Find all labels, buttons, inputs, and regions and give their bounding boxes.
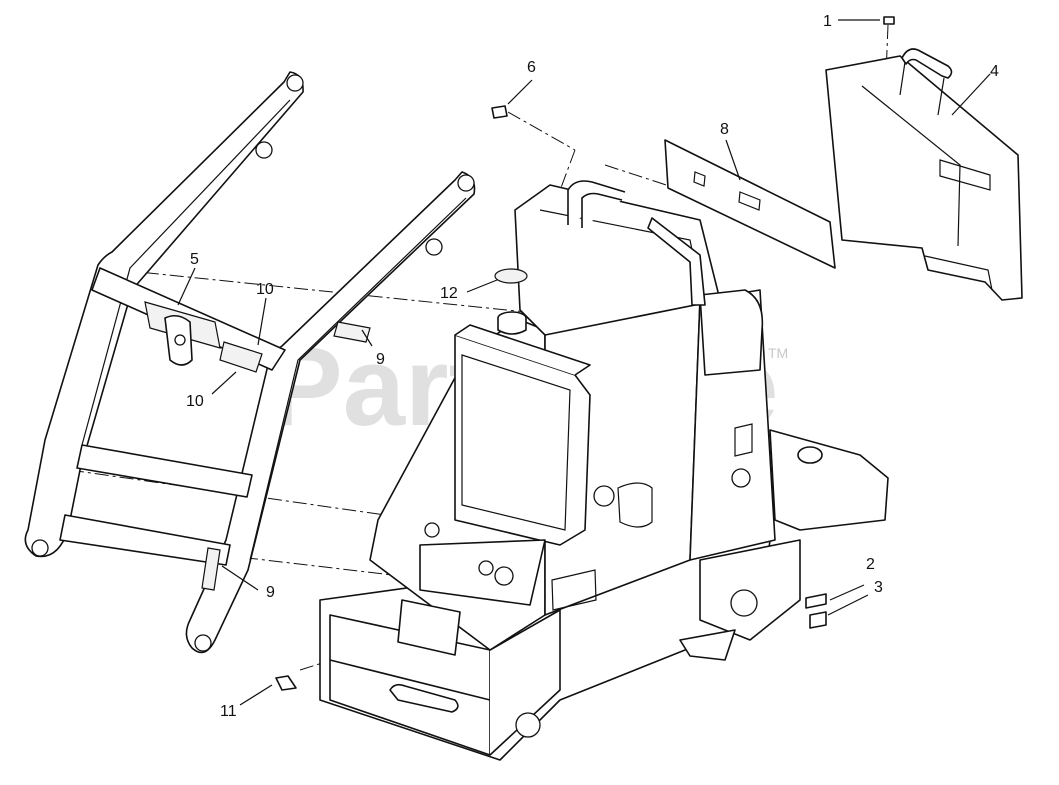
callout-1: 1: [823, 13, 832, 30]
callout-4: 4: [990, 63, 999, 80]
callout-10-lower: 10: [186, 393, 204, 410]
callout-leaders: [177, 19, 991, 706]
small-parts: [275, 16, 1023, 691]
callout-3: 3: [874, 579, 883, 596]
callout-9-lower: 9: [266, 584, 275, 601]
callout-9-upper: 9: [376, 351, 385, 368]
callout-11: 11: [220, 703, 237, 720]
callout-6: 6: [527, 59, 536, 76]
callout-5: 5: [190, 251, 199, 268]
callout-labels: 1 2 3 4 5 6 8 9 9 10 10 11 12: [186, 13, 999, 720]
callout-12: 12: [440, 285, 458, 302]
callout-10-upper: 10: [256, 281, 274, 298]
callout-2: 2: [866, 556, 875, 573]
callout-8: 8: [720, 121, 729, 138]
lift-arm-assembly: [24, 71, 476, 654]
main-frame: [319, 180, 889, 761]
watermark-trademark: TM: [768, 345, 788, 361]
